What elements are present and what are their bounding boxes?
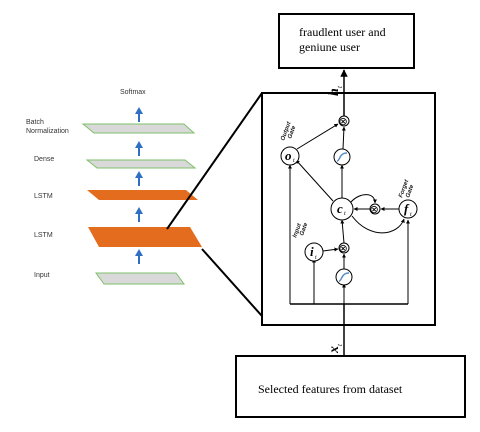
input-gate-label-line1: Input (292, 222, 303, 239)
cell-state-subscript: t (344, 211, 346, 217)
input-gate-symbol: i (310, 244, 314, 259)
cell-to-output-gate (295, 159, 334, 202)
x-subscript: t (336, 343, 344, 346)
up-arrow-icon (135, 141, 143, 156)
output-gate-node (280, 146, 300, 166)
batch-normalization-label-line1: Batch (26, 119, 44, 126)
input-gate-to-mult (322, 247, 339, 252)
zoom-line-bottom (201, 248, 271, 326)
mult-to-cell (340, 219, 345, 244)
batch-normalization-label-line2: Normalization (26, 128, 69, 135)
input-gate-node (304, 242, 324, 262)
output-gate-subscript: t (293, 158, 295, 164)
output-box-line2: geniune user (299, 40, 360, 54)
output-gate-to-mult (296, 123, 339, 150)
multiply-icon: ⊗ (339, 116, 348, 128)
output-box (278, 13, 415, 69)
input-label: Input (34, 272, 50, 279)
h-symbol: h (327, 88, 342, 96)
forget-gate-symbol: f (404, 201, 410, 216)
up-arrow-icon (135, 207, 143, 222)
tanh-output-node (333, 148, 351, 166)
lstm-upper-label: LSTM (34, 193, 53, 200)
cell-recurrent-loop (350, 194, 377, 204)
softmax-label: Softmax (120, 89, 146, 96)
input-box (235, 355, 466, 418)
multiply-icon: ⊗ (339, 243, 348, 255)
input-box-text: Selected features from dataset (258, 382, 403, 396)
layer-stack: Softmax Batch Normalization Dense LSTM L… (26, 89, 202, 285)
tanh-icon (336, 152, 348, 162)
output-gate-label-line2: Gate (287, 124, 297, 139)
input-layer (95, 272, 185, 285)
output-gate-symbol: o (285, 148, 292, 163)
tanh-top-to-mult (341, 126, 346, 150)
output-box-line1: fraudlent user and (299, 25, 386, 39)
input-gate-label-line2: Gate (299, 221, 309, 236)
up-arrow-icon (135, 249, 143, 264)
output-multiply-node (338, 115, 350, 127)
x-symbol: x (327, 346, 342, 354)
batch-normalization-layer (81, 123, 196, 134)
cell-state-symbol: c (337, 201, 343, 216)
x-input-label: x t (327, 343, 344, 354)
cell-to-forget-loop (351, 215, 405, 234)
lstm-lower-label: LSTM (34, 232, 53, 239)
forget-gate-subscript: t (410, 212, 412, 218)
forget-gate-label-line2: Gate (405, 183, 415, 198)
h-subscript: t (336, 85, 344, 88)
tanh-input-node (335, 268, 353, 286)
input-gate-subscript: t (315, 255, 317, 261)
lstm-upper-layer (87, 190, 198, 200)
up-arrow-icon (135, 171, 143, 186)
up-arrow-icon (135, 107, 143, 122)
h-output-label: h t (327, 85, 344, 96)
lstm-lower-layer (88, 227, 202, 247)
dense-label: Dense (34, 156, 54, 163)
multiply-icon: ⊗ (370, 204, 379, 216)
lstm-cell: ⊗ i t Input Gate c t f t Forget Gate ⊗ (261, 69, 436, 355)
dense-layer (85, 159, 197, 169)
tanh-icon (338, 272, 350, 282)
zoom-line-top (166, 92, 263, 230)
